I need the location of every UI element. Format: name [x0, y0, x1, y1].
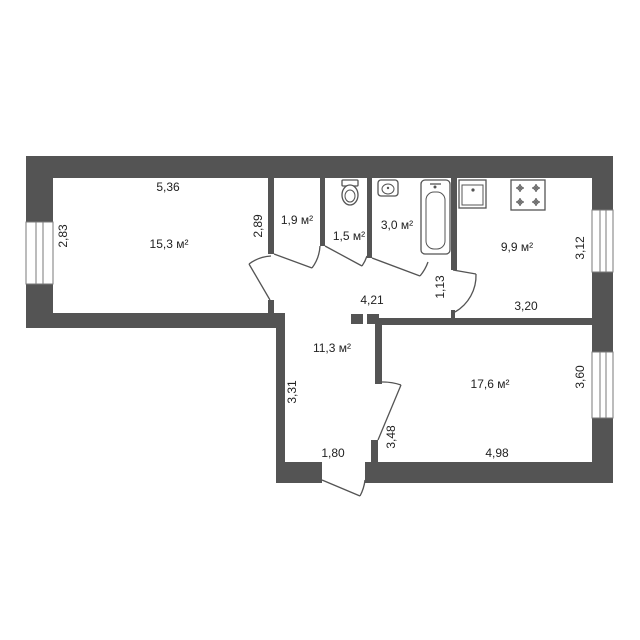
stove-icon [510, 179, 546, 211]
doors [248, 245, 477, 497]
bedroom-length: 4,98 [485, 446, 509, 460]
washroom-area: 1,5 м² [333, 229, 365, 243]
bathroom-area: 3,0 м² [381, 218, 413, 232]
bedroom-side: 3,48 [384, 425, 398, 449]
kitchen-sink-icon [458, 179, 487, 209]
living-room-width: 2,83 [56, 224, 70, 248]
outer-walls [26, 156, 613, 483]
hallway-area: 11,3 м² [313, 341, 351, 355]
toilet-area: 1,9 м² [281, 213, 313, 227]
toilet-icon [341, 179, 359, 206]
bedroom-width: 3,60 [573, 365, 587, 389]
kitchen-width: 3,12 [573, 236, 587, 260]
living-room-side: 2,89 [251, 214, 265, 238]
bathroom-depth: 1,13 [433, 275, 447, 299]
kitchen-area: 9,9 м² [501, 240, 533, 254]
interior-walls [268, 178, 592, 465]
hallway-width: 1,80 [321, 446, 345, 460]
hallway-side: 3,31 [285, 380, 299, 404]
sink-icon [377, 179, 399, 197]
living-room-length: 5,36 [156, 180, 180, 194]
living-room-area: 15,3 м² [150, 237, 189, 251]
kitchen-length: 3,20 [514, 299, 538, 313]
bedroom-area: 17,6 м² [471, 377, 510, 391]
hallway-length: 4,21 [360, 293, 384, 307]
windows [24, 209, 615, 419]
bathtub-icon [420, 179, 451, 255]
